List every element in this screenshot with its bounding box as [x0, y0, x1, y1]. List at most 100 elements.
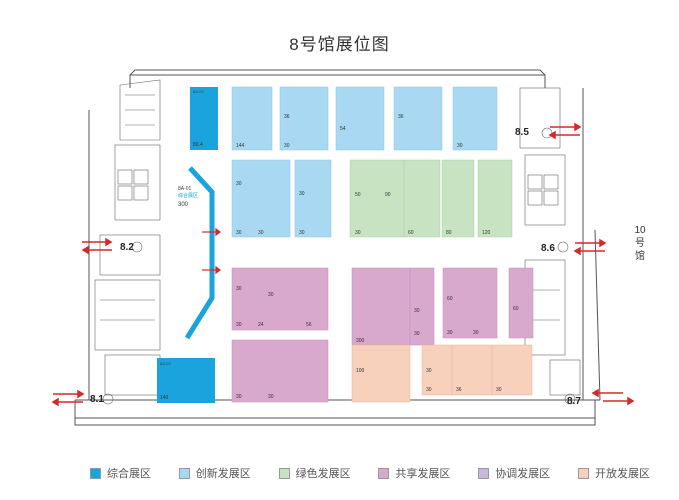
booth-area: 36 [284, 114, 290, 120]
booth-area: 144 [236, 143, 245, 149]
booth-area-8a03: 140 [160, 395, 169, 401]
legend-swatch [278, 467, 290, 479]
legend-item-comprehensive: 综合展区 [90, 465, 151, 481]
booth-area: 30 [268, 394, 274, 400]
gate-label-8-1: 8.1 [90, 394, 104, 405]
booth [351, 344, 411, 403]
booth-area: 30 [236, 286, 242, 292]
legend: 综合展区 创新发展区 绿色发展区 共享发展区 协调发展区 开放发展区 [90, 463, 650, 483]
booth [231, 267, 329, 331]
booth [351, 267, 411, 346]
booth [279, 86, 329, 151]
booth-area: 30 [426, 387, 432, 393]
booth [442, 267, 498, 339]
booth-area-8a02: 80.4 [193, 142, 203, 148]
booth [452, 86, 498, 151]
booth [231, 339, 329, 403]
booth-area: 24 [258, 322, 264, 328]
legend-item-innovation: 创新发展区 [178, 465, 251, 481]
booth-8a01 [184, 166, 215, 340]
booth [294, 159, 332, 238]
booth-area: 30 [457, 143, 463, 149]
booth [477, 159, 513, 238]
booth-area: 120 [482, 230, 491, 236]
booth-area: 90 [385, 192, 391, 198]
booth-area: 30 [496, 387, 502, 393]
booth [451, 344, 493, 396]
booth-area: 30 [236, 181, 242, 187]
booth [349, 159, 405, 238]
legend-label: 绿色发展区 [295, 468, 351, 480]
booth-area: 30 [447, 330, 453, 336]
legend-label: 共享发展区 [395, 468, 451, 480]
gate-label-8-7: 8.7 [567, 396, 581, 407]
booth-area: 30 [355, 230, 361, 236]
gate-arrows [51, 122, 635, 407]
legend-label: 开放发展区 [594, 468, 650, 480]
legend-swatch [577, 467, 589, 479]
booth-area: 60 [408, 230, 414, 236]
legend-label: 综合展区 [107, 468, 151, 480]
booth-label-8a03: 8A-03 [160, 361, 171, 366]
shared-zone [231, 267, 534, 403]
booth-area: 30 [414, 308, 420, 314]
legend-label: 协调发展区 [495, 468, 551, 480]
legend-swatch [478, 467, 490, 479]
booth [409, 267, 435, 346]
legend-item-shared: 共享发展区 [378, 465, 450, 481]
booth-area: 30 [299, 230, 305, 236]
booth [231, 86, 273, 151]
booth-8a03 [157, 358, 215, 403]
entry-arrows [202, 227, 221, 275]
booth-area: 300 [356, 338, 365, 344]
innovation-zone [231, 86, 498, 238]
booth-area: 30 [414, 331, 420, 337]
booth-area: 30 [473, 330, 479, 336]
legend-item-coordinated: 协调发展区 [478, 465, 550, 481]
legend-item-open: 开放发展区 [577, 465, 650, 481]
booth-area-8a01: 300 [178, 202, 189, 208]
left-facilities [94, 79, 161, 405]
booth-area: 56 [306, 322, 312, 328]
gate-label-8-2: 8.2 [120, 242, 134, 253]
booth-area: 30 [268, 292, 274, 298]
booth-area: 30 [236, 394, 242, 400]
legend-swatch [178, 467, 190, 479]
booth [335, 86, 385, 151]
open-zone [351, 344, 533, 403]
legend-item-green: 绿色发展区 [278, 465, 351, 481]
booth-area: 50 [355, 192, 361, 198]
booth-8a02 [190, 87, 218, 150]
green-zone [349, 159, 513, 238]
booth-area: 30 [236, 230, 242, 236]
booth-area: 30 [284, 143, 290, 149]
gate-label-8-5: 8.5 [515, 127, 529, 138]
booth-area: 100 [356, 368, 365, 374]
booth-name-8a01: 综合展区 [178, 192, 198, 199]
booth-label-8a02: 8A-02 [193, 89, 204, 94]
booth [491, 344, 533, 396]
booth-area: 30 [299, 191, 305, 197]
booth [508, 267, 534, 339]
booth-area: 30 [426, 368, 432, 374]
legend-swatch [90, 467, 101, 479]
booth [393, 86, 443, 151]
booth-area: 54 [340, 126, 346, 132]
booth [403, 159, 441, 238]
booth [231, 159, 291, 238]
page-title: 8号馆展位图 [289, 35, 390, 54]
booth [441, 159, 475, 238]
booth-area: 60 [447, 296, 453, 302]
booth-label-8a01: 8A-01 [178, 186, 192, 192]
booth-area: 36 [398, 114, 404, 120]
gate-label-8-6: 8.6 [541, 243, 555, 254]
legend-swatch [378, 467, 390, 479]
booth [421, 344, 453, 396]
legend-label: 创新发展区 [195, 468, 251, 480]
booth-area: 60 [513, 306, 519, 312]
booth-area: 30 [258, 230, 264, 236]
booth-area: 80 [446, 230, 452, 236]
booth-area: 36 [456, 387, 462, 393]
hall-10-label: 10号馆 [634, 225, 646, 262]
